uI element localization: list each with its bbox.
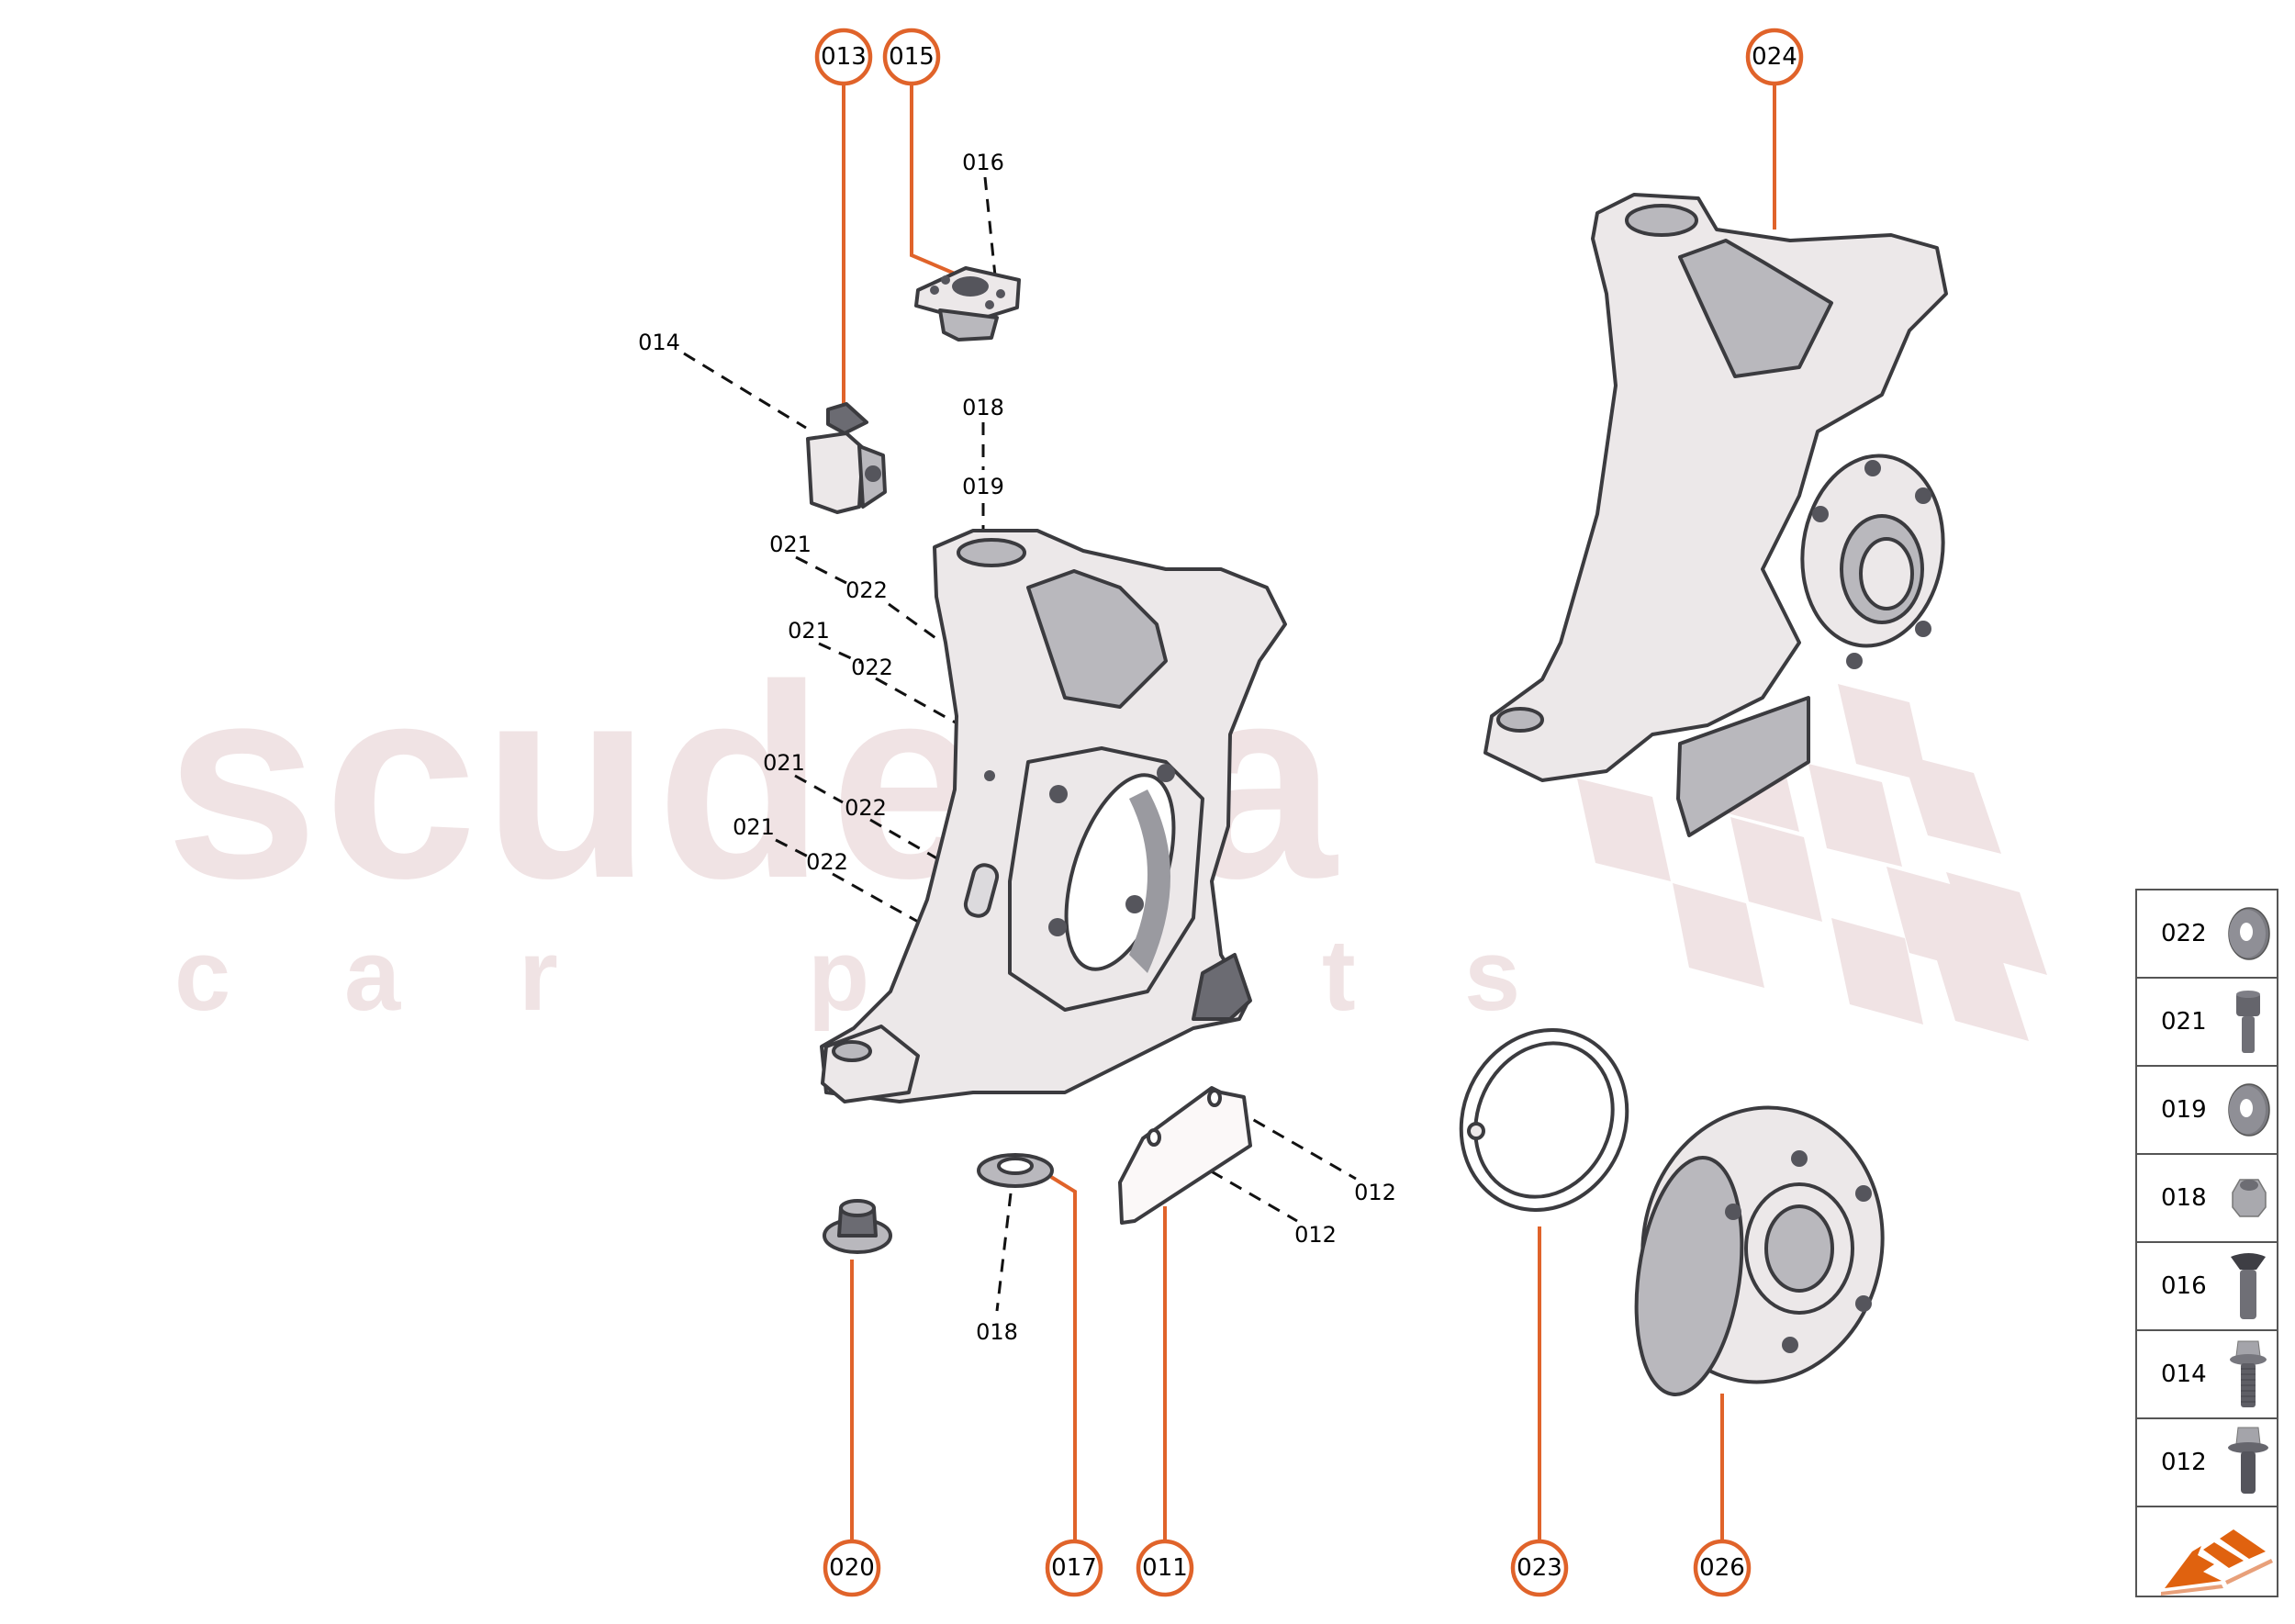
socket-head-bolt-icon: [2236, 991, 2260, 1053]
part-label: 022: [806, 849, 848, 875]
part-label: 014: [638, 330, 680, 355]
dash-021d: [775, 838, 811, 859]
callout-011[interactable]: 011: [1136, 1539, 1194, 1597]
dash-022a: [888, 602, 939, 642]
watermark-letter: a: [344, 919, 401, 1032]
part-steering-knuckle-left: [820, 529, 1287, 1103]
legend-row-012[interactable]: 012: [2137, 1419, 2277, 1507]
part-011-shield-plate: [1118, 1086, 1252, 1225]
washer-icon: [2228, 1083, 2270, 1137]
dash-022c: [869, 818, 941, 862]
hex-nut-icon: [2232, 1179, 2267, 1217]
callout-label: 023: [1517, 1554, 1562, 1582]
part-013-sensor-block: [806, 402, 887, 514]
callout-024[interactable]: 024: [1745, 28, 1804, 86]
callout-leaders: [842, 85, 1776, 1540]
part-020-flange-nut: [823, 1199, 892, 1254]
legend-direction-arrow: [2137, 1507, 2277, 1596]
callouts-top: 013 015 024: [814, 28, 1804, 86]
direction-arrow-icon: [2161, 1529, 2273, 1596]
callout-015[interactable]: 015: [882, 28, 941, 86]
callout-label: 020: [829, 1554, 875, 1582]
checkered-flag-watermark: [1577, 684, 2047, 1041]
callout-label: 015: [889, 43, 935, 71]
callout-label: 017: [1051, 1554, 1097, 1582]
dash-022d: [832, 872, 919, 924]
legend-row-014[interactable]: 014: [2137, 1331, 2277, 1419]
leader-015: [910, 85, 956, 275]
callout-026[interactable]: 026: [1693, 1539, 1752, 1597]
legend-number: 016: [2161, 1272, 2207, 1300]
callout-013[interactable]: 013: [814, 28, 873, 86]
part-023-seal-ring: [1459, 1028, 1629, 1212]
part-label: 021: [763, 750, 805, 776]
fastener-legend: 022 021 019 018 016: [2135, 889, 2278, 1597]
flange-bolt-threaded-icon: [2230, 1340, 2267, 1407]
part-label: 018: [976, 1319, 1018, 1345]
callout-label: 013: [821, 43, 867, 71]
legend-number: 021: [2161, 1008, 2207, 1036]
callout-020[interactable]: 020: [823, 1539, 881, 1597]
dash-021b: [818, 642, 862, 665]
part-label: 022: [845, 577, 888, 603]
part-017-washer: [977, 1153, 1054, 1188]
dash-022b: [875, 677, 963, 728]
watermark-letter: s: [1464, 919, 1520, 1032]
part-024-knuckle-assembly: [1483, 193, 1948, 837]
legend-number: 018: [2161, 1184, 2207, 1212]
dash-021c: [794, 774, 844, 804]
countersunk-bolt-icon: [2231, 1253, 2266, 1319]
legend-row-019[interactable]: 019: [2137, 1067, 2277, 1155]
watermark-tagline: c a r p a r t s: [174, 919, 1520, 1032]
legend-number: 019: [2161, 1096, 2207, 1124]
legend-row-022[interactable]: 022: [2137, 890, 2277, 979]
watermark-letter: r: [519, 919, 558, 1032]
part-label: 022: [851, 655, 893, 680]
watermark-letter: p: [808, 919, 869, 1032]
legend-number: 012: [2161, 1449, 2207, 1476]
flange-bolt-icon: [2228, 1427, 2268, 1494]
callout-label: 026: [1699, 1554, 1745, 1582]
part-label: 012: [1354, 1180, 1396, 1205]
callout-023[interactable]: 023: [1510, 1539, 1569, 1597]
part-026-wheel-hub: [1634, 1105, 1885, 1396]
legend-row-021[interactable]: 021: [2137, 979, 2277, 1067]
legend-number: 014: [2161, 1361, 2207, 1388]
watermark-letter: t: [1322, 919, 1356, 1032]
part-015-mount-plate: [914, 266, 1021, 342]
part-label: 012: [1294, 1222, 1337, 1248]
part-label: 022: [845, 795, 887, 821]
callout-label: 011: [1142, 1554, 1188, 1582]
legend-number: 022: [2161, 920, 2207, 947]
legend-row-016[interactable]: 016: [2137, 1243, 2277, 1331]
callout-017[interactable]: 017: [1045, 1539, 1103, 1597]
part-label: 021: [733, 814, 775, 840]
dash-014: [683, 352, 807, 430]
part-label: 021: [769, 532, 812, 557]
watermark-letter: c: [174, 919, 230, 1032]
callout-label: 024: [1752, 43, 1797, 71]
part-label: 021: [788, 618, 830, 644]
dash-021a: [795, 555, 847, 585]
legend-row-018[interactable]: 018: [2137, 1155, 2277, 1243]
leader-017: [1049, 1175, 1077, 1540]
part-label: 018: [962, 395, 1004, 420]
part-label: 016: [962, 150, 1004, 175]
part-labels: 016 014 018 019 021 022 021 022 021 022 …: [638, 150, 1396, 1345]
washer-icon: [2228, 907, 2270, 960]
dash-018-bottom: [995, 1193, 1013, 1312]
part-label: 019: [962, 474, 1004, 499]
callouts-bottom: 020 017 011 023 026: [823, 1539, 1752, 1597]
